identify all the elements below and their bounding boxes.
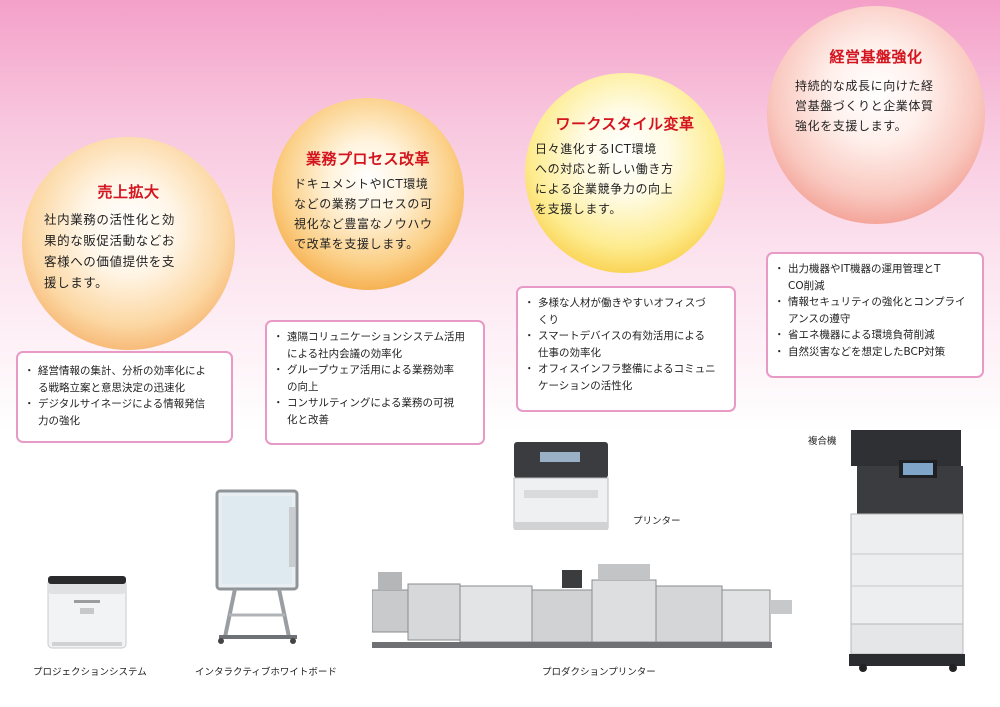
theme-description: 社内業務の活性化と効 果的な販促活動などお 客様への価値提供を支 援します。 xyxy=(44,212,176,290)
product-label-production-printer: プロダクションプリンター xyxy=(542,667,656,678)
theme-circle-business-process-reform: 業務プロセス改革 ドキュメントやICT環境 などの業務プロセスの可 視化など豊富… xyxy=(272,98,464,290)
theme-description: 持続的な成長に向けた経 営基盤づくりと企業体質 強化を支援します。 xyxy=(795,79,934,133)
product-label-whiteboard: インタラクティブホワイトボード xyxy=(195,667,337,678)
list-item: 省エネ機器による環境負荷削減 xyxy=(774,327,974,344)
theme-circle-management-foundation: 経営基盤強化 持続的な成長に向けた経 営基盤づくりと企業体質 強化を支援します。 xyxy=(767,6,985,224)
product-label-projector: プロジェクションシステム xyxy=(33,667,147,678)
theme-circle-workstyle-reform: ワークスタイル変革 日々進化するICT環境 への対応と新しい働き方 による企業競… xyxy=(525,73,725,273)
theme-title: ワークスタイル変革 xyxy=(555,115,695,133)
theme-description: 日々進化するICT環境 への対応と新しい働き方 による企業競争力の向上 を支援し… xyxy=(535,142,674,216)
whiteboard-image xyxy=(215,489,299,644)
theme-circle-sales-expansion: 売上拡大 社内業務の活性化と効 果的な販促活動などお 客様への価値提供を支 援し… xyxy=(22,137,235,350)
theme-title: 業務プロセス改革 xyxy=(305,150,430,168)
production-printer-image xyxy=(372,564,792,648)
theme-title: 売上拡大 xyxy=(97,183,160,201)
product-label-mfp: 複合機 xyxy=(808,436,837,447)
list-item: 自然災害などを想定したBCP対策 xyxy=(774,344,974,361)
printer-image xyxy=(513,442,609,530)
projector-image xyxy=(47,576,127,649)
product-label-printer: プリンター xyxy=(633,516,681,527)
theme-title: 経営基盤強化 xyxy=(829,48,923,66)
theme-description: ドキュメントやICT環境 などの業務プロセスの可 視化など豊富なノウハウ で改革… xyxy=(294,177,433,251)
mfp-image xyxy=(849,430,965,672)
